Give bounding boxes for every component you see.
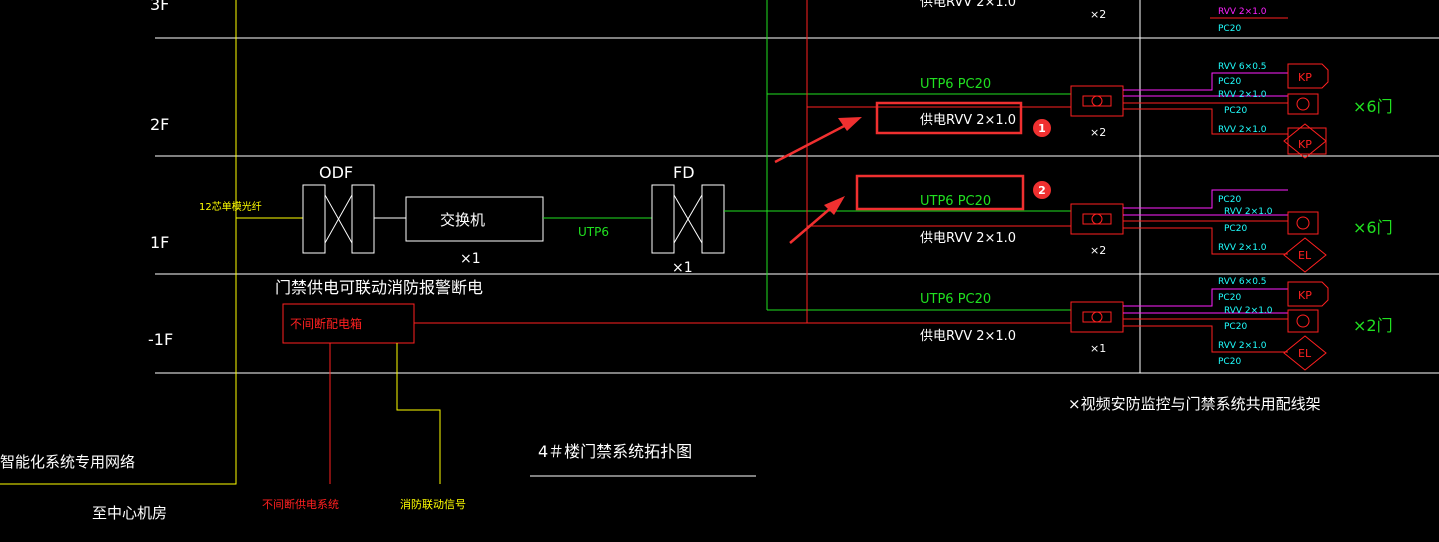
door-count-1f: ×6门 [1353,218,1393,237]
ups-box-label: 不间断配电箱 [290,316,362,331]
cable-2f-pc-a: PC20 [1218,77,1241,87]
device-kp-2f-b: KP [1298,138,1312,151]
switch-label: 交换机 [440,211,485,229]
cable-2f-pc-b: PC20 [1224,106,1247,116]
controller-outputs [1123,17,1288,353]
fiber-label: 12芯单模光纤 [199,200,262,213]
controller-qty-1f: ×2 [1090,244,1106,257]
device-el-b1: EL [1298,347,1312,360]
run-label-1f-utp: UTP6 PC20 [920,194,991,209]
controller-qty-b1: ×1 [1090,342,1106,355]
fd-frame [651,184,725,254]
controllers [1070,85,1124,333]
devices [1283,63,1329,371]
cable-b1-rvv-el: RVV 2×1.0 [1218,341,1267,351]
run-label-b1-power: 供电RVV 2×1.0 [920,329,1016,344]
floor-lines [155,0,1439,374]
network-label: 智能化系统专用网络 [0,453,135,471]
cable-1f-pc-b: PC20 [1224,224,1247,234]
lock-icon [1287,211,1319,235]
device-kp-2f: KP [1298,71,1312,84]
cable-2f-rvv6: RVV 6×0.5 [1218,62,1267,72]
marker-1-label: 1 [1038,122,1046,135]
switch-box [405,196,544,242]
odf-label: ODF [319,163,353,182]
door-count-b1: ×2门 [1353,316,1393,335]
cable-2f-rvv-overlap: RVV 2×1.0 [1218,125,1267,135]
green-trunk [724,0,1071,311]
arrow-1-shaft [774,122,849,164]
fd-label: FD [673,163,695,182]
highlight-box-2 [855,174,1025,211]
cable-b1-pc-b: PC20 [1224,322,1247,332]
power-note: 门禁供电可联动消防报警断电 [275,278,483,297]
floor-label-2f: 2F [150,115,169,134]
keypad-icon [1287,63,1329,89]
run-label-b1-utp: UTP6 PC20 [920,292,991,307]
floor-label-1f: 1F [150,233,169,252]
lock-icon [1287,309,1319,333]
cable-b1-pc-c: PC20 [1218,357,1241,367]
highlight-box-1 [875,101,1023,135]
cable-1f-rvv-el: RVV 2×1.0 [1218,243,1267,253]
floor-label-3f: 3F [150,0,169,14]
fd-qty: ×1 [672,260,693,276]
door-count-2f: ×6门 [1353,97,1393,116]
fire-signal-label: 消防联动信号 [400,497,466,511]
floor-label-b1: -1F [148,330,173,349]
lock-icon [1287,93,1319,115]
run-label-1f-power: 供电RVV 2×1.0 [920,231,1016,246]
arrow-2-shaft [789,206,833,244]
arrow-2-head [824,196,845,215]
diagram-title: 4＃楼门禁系统拓扑图 [538,442,692,461]
marker-1-badge [1033,119,1051,137]
odf-frame [302,184,406,254]
controller-qty-2f: ×2 [1090,126,1106,139]
keypad-icon [1287,281,1329,307]
red-trunk [414,0,1071,324]
fire-signal-line [396,343,441,484]
fiber-link [0,0,303,485]
annotations [774,101,1025,244]
cable-b1-pc-a: PC20 [1218,293,1241,303]
controller-qty-3f: ×2 [1090,8,1106,21]
exit-lock-icon [1283,123,1327,159]
device-el-1f: EL [1298,249,1312,262]
cable-b1-rvv2: RVV 2×1.0 [1224,306,1273,316]
ups-system-label: 不间断供电系统 [262,497,339,511]
exit-lock-icon [1283,335,1327,371]
cable-3f-pc: PC20 [1218,24,1241,34]
cable-1f-pc-a: PC20 [1218,195,1241,205]
to-center-label: 至中心机房 [92,504,167,522]
marker-2-label: 2 [1038,184,1046,197]
cable-b1-rvv6: RVV 6×0.5 [1218,277,1267,287]
cable-2f-rvv2: RVV 2×1.0 [1218,90,1267,100]
utp6-label: UTP6 [578,225,609,239]
device-kp-b1: KP [1298,289,1312,302]
exit-lock-icon [1283,237,1327,273]
switch-qty: ×1 [460,251,481,267]
ups-box [282,303,415,344]
cable-3f-rvv: RVV 2×1.0 [1218,7,1267,17]
run-label-2f-power: 供电RVV 2×1.0 [920,113,1016,128]
shared-rack-note: ×视频安防监控与门禁系统共用配线架 [1068,395,1321,413]
marker-2-badge [1033,181,1051,199]
run-label-2f-utp: UTP6 PC20 [920,77,991,92]
run-label-3f-power: 供电RVV 2×1.0 [920,0,1016,10]
arrow-1-head [838,117,862,131]
cable-1f-rvv2: RVV 2×1.0 [1224,207,1273,217]
